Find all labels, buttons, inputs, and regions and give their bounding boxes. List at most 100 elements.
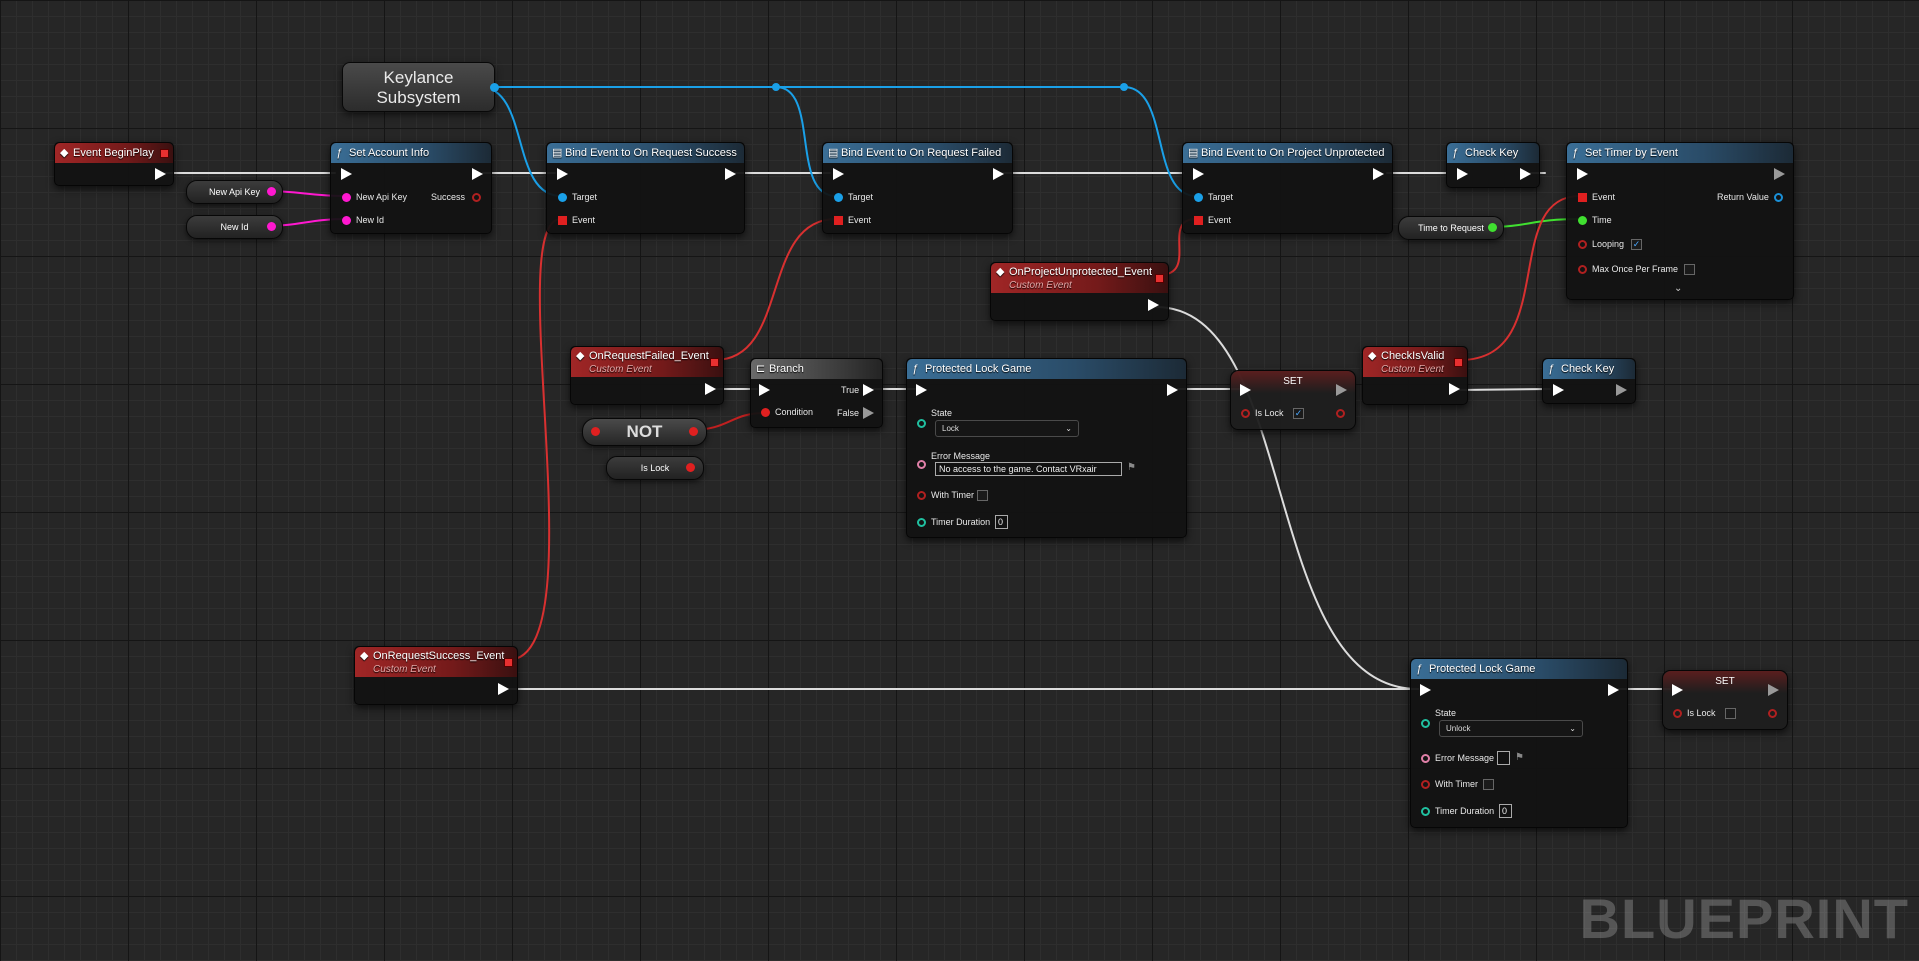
set-account-info-node[interactable]: ƒ Set Account Info New Api Key Success N… [330, 142, 492, 234]
branch-node[interactable]: ⊏ Branch True Condition False [750, 358, 883, 428]
exec-output-pin[interactable] [1774, 168, 1785, 180]
error-message-input[interactable]: No access to the game. Contact VRxair [935, 462, 1122, 476]
not-output-pin[interactable] [689, 427, 698, 436]
is-lock-checkbox[interactable] [1725, 708, 1736, 719]
new-api-key-input-pin[interactable] [342, 193, 351, 202]
exec-output-pin[interactable] [472, 168, 483, 180]
check-key-node[interactable]: ƒ Check Key [1446, 142, 1540, 188]
exec-output-pin[interactable] [1608, 684, 1619, 696]
is-lock-input-pin[interactable] [1241, 409, 1250, 418]
exec-output-pin[interactable] [1449, 383, 1460, 395]
exec-input-pin[interactable] [1240, 384, 1251, 396]
chevron-down-icon[interactable]: ⌄ [1674, 283, 1683, 294]
exec-input-pin[interactable] [916, 384, 927, 396]
time-input-pin[interactable] [1578, 216, 1587, 225]
condition-input-pin[interactable] [761, 408, 770, 417]
looping-checkbox[interactable]: ✓ [1631, 239, 1642, 250]
variable-output-pin[interactable] [1488, 223, 1497, 232]
exec-input-pin[interactable] [1420, 684, 1431, 696]
event-input-pin[interactable] [1194, 216, 1203, 225]
state-input-pin[interactable] [1421, 719, 1430, 728]
exec-output-pin[interactable] [705, 383, 716, 395]
variable-time-to-request[interactable]: Time to Request [1398, 216, 1504, 240]
false-exec-output-pin[interactable] [863, 407, 874, 419]
exec-input-pin[interactable] [1553, 384, 1564, 396]
return-value-output-pin[interactable] [1774, 193, 1783, 202]
is-lock-input-pin[interactable] [1673, 709, 1682, 718]
reroute-knot[interactable] [1120, 83, 1128, 91]
exec-input-pin[interactable] [1577, 168, 1588, 180]
keylance-subsystem-node[interactable]: Keylance Subsystem [342, 62, 499, 112]
target-input-pin[interactable] [558, 193, 567, 202]
set-is-lock-node[interactable]: SET Is Lock ✓ [1230, 370, 1356, 430]
with-timer-input-pin[interactable] [917, 491, 926, 500]
timer-duration-input-pin[interactable] [917, 518, 926, 527]
subsystem-output-pin[interactable] [490, 83, 499, 92]
is-lock-output-pin[interactable] [1336, 409, 1345, 418]
not-input-pin[interactable] [591, 427, 600, 436]
exec-input-pin[interactable] [1193, 168, 1204, 180]
variable-output-pin[interactable] [686, 463, 695, 472]
bind-project-unprotected-node[interactable]: ▤ Bind Event to On Project Unprotected T… [1182, 142, 1393, 234]
is-lock-output-pin[interactable] [1768, 709, 1777, 718]
variable-new-api-key[interactable]: New Api Key [186, 180, 283, 204]
with-timer-checkbox[interactable] [977, 490, 988, 501]
exec-output-pin[interactable] [1167, 384, 1178, 396]
delegate-output-pin[interactable] [1454, 358, 1463, 367]
exec-output-pin[interactable] [1768, 684, 1779, 696]
bind-request-success-node[interactable]: ▤ Bind Event to On Request Success Targe… [546, 142, 745, 234]
on-project-unprotected-event-node[interactable]: ◆ OnProjectUnprotected_Event Custom Even… [990, 262, 1169, 321]
on-request-success-event-node[interactable]: ◆ OnRequestSuccess_Event Custom Event [354, 646, 518, 705]
exec-input-pin[interactable] [1672, 684, 1683, 696]
variable-output-pin[interactable] [267, 187, 276, 196]
error-message-input-pin[interactable] [1421, 754, 1430, 763]
exec-output-pin[interactable] [1520, 168, 1531, 180]
protected-lock-game-node[interactable]: ƒ Protected Lock Game State Unlock ⌄ Err… [1410, 658, 1628, 828]
exec-output-pin[interactable] [1336, 384, 1347, 396]
event-input-pin[interactable] [834, 216, 843, 225]
exec-input-pin[interactable] [341, 168, 352, 180]
error-message-input-pin[interactable] [917, 460, 926, 469]
variable-new-id[interactable]: New Id [186, 215, 283, 239]
delegate-output-pin[interactable] [504, 658, 513, 667]
exec-output-pin[interactable] [725, 168, 736, 180]
exec-output-pin[interactable] [498, 683, 509, 695]
with-timer-checkbox[interactable] [1483, 779, 1494, 790]
event-input-pin[interactable] [1578, 193, 1587, 202]
success-output-pin[interactable] [472, 193, 481, 202]
not-boolean-node[interactable]: NOT [582, 418, 707, 446]
delegate-output-pin[interactable] [710, 358, 719, 367]
on-request-failed-event-node[interactable]: ◆ OnRequestFailed_Event Custom Event [570, 346, 724, 405]
exec-output-pin[interactable] [1616, 384, 1627, 396]
new-id-input-pin[interactable] [342, 216, 351, 225]
looping-input-pin[interactable] [1578, 240, 1587, 249]
exec-output-pin[interactable] [1373, 168, 1384, 180]
state-dropdown[interactable]: Lock ⌄ [935, 420, 1079, 437]
exec-input-pin[interactable] [557, 168, 568, 180]
exec-input-pin[interactable] [759, 384, 770, 396]
flag-icon[interactable]: ⚑ [1515, 752, 1524, 763]
set-is-lock-node[interactable]: SET Is Lock [1662, 670, 1788, 730]
flag-icon[interactable]: ⚑ [1127, 462, 1136, 473]
max-once-input-pin[interactable] [1578, 265, 1587, 274]
max-once-checkbox[interactable] [1684, 264, 1695, 275]
error-message-input[interactable] [1497, 751, 1510, 765]
reroute-knot[interactable] [772, 83, 780, 91]
target-input-pin[interactable] [1194, 193, 1203, 202]
timer-duration-input-pin[interactable] [1421, 807, 1430, 816]
variable-output-pin[interactable] [267, 222, 276, 231]
exec-input-pin[interactable] [833, 168, 844, 180]
true-exec-output-pin[interactable] [863, 384, 874, 396]
check-key-node[interactable]: ƒ Check Key [1542, 358, 1636, 404]
exec-output-pin[interactable] [993, 168, 1004, 180]
protected-lock-game-node[interactable]: ƒ Protected Lock Game State Lock ⌄ Error… [906, 358, 1187, 538]
exec-output-pin[interactable] [1148, 299, 1159, 311]
exec-input-pin[interactable] [1457, 168, 1468, 180]
timer-duration-input[interactable]: 0 [995, 515, 1008, 529]
target-input-pin[interactable] [834, 193, 843, 202]
event-input-pin[interactable] [558, 216, 567, 225]
delegate-output-pin[interactable] [160, 149, 169, 158]
exec-output-pin[interactable] [155, 168, 166, 180]
state-dropdown[interactable]: Unlock ⌄ [1439, 720, 1583, 737]
event-begin-play-node[interactable]: ◆ Event BeginPlay [54, 142, 174, 186]
